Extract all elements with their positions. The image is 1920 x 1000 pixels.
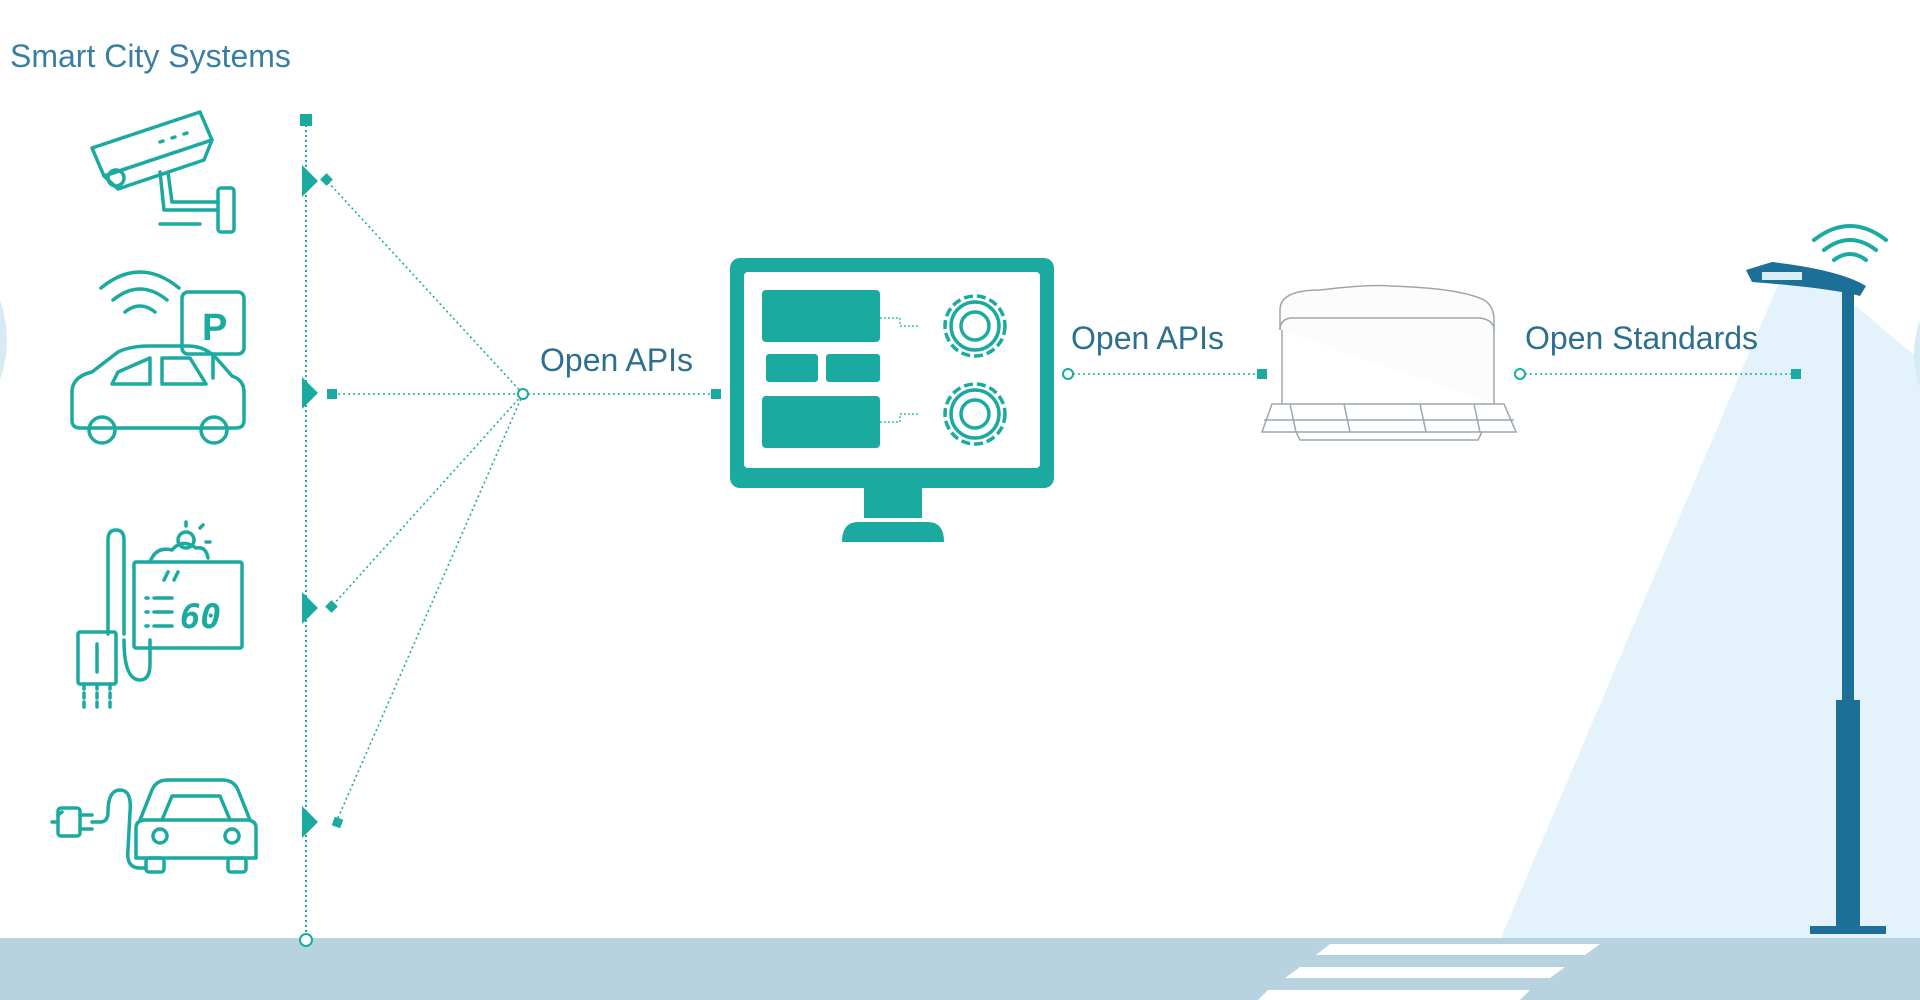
- label-platform-to-controller: Open APIs: [1071, 320, 1224, 356]
- svg-text:60: 60: [180, 597, 221, 637]
- crosswalk: [1258, 944, 1600, 1000]
- label-controller-to-streetlight: Open Standards: [1525, 320, 1759, 356]
- management-monitor-icon: [730, 258, 1054, 542]
- weather-display-icon: 60: [76, 520, 244, 712]
- fan-lines: [327, 181, 712, 819]
- monitor-input-node: [711, 389, 721, 399]
- smart-parking-icon: P: [70, 270, 246, 445]
- bus-bottom-node: [299, 933, 313, 947]
- svg-text:P: P: [202, 307, 227, 349]
- streetlight-in-node: [1791, 369, 1801, 379]
- streetlight-icon: [1746, 262, 1886, 934]
- streetlight-controller-icon: [1260, 284, 1518, 441]
- label-systems-to-platform: Open APIs: [540, 342, 693, 378]
- road: [0, 938, 1920, 1000]
- light-beam: [1500, 280, 1920, 940]
- bus-connectors: [302, 165, 344, 838]
- diagram-title: Smart City Systems: [10, 38, 291, 74]
- platform-out-node: [1062, 368, 1074, 380]
- ev-charging-icon: [50, 778, 258, 874]
- hub-node: [517, 388, 529, 400]
- right-edge-decoration: [1914, 320, 1920, 388]
- bus-top-node: [300, 114, 312, 126]
- wifi-icon: [1812, 224, 1888, 262]
- controller-out-node: [1514, 368, 1526, 380]
- left-edge-decoration: [0, 300, 7, 380]
- cctv-camera-icon: [90, 110, 236, 234]
- controller-in-node: [1257, 369, 1267, 379]
